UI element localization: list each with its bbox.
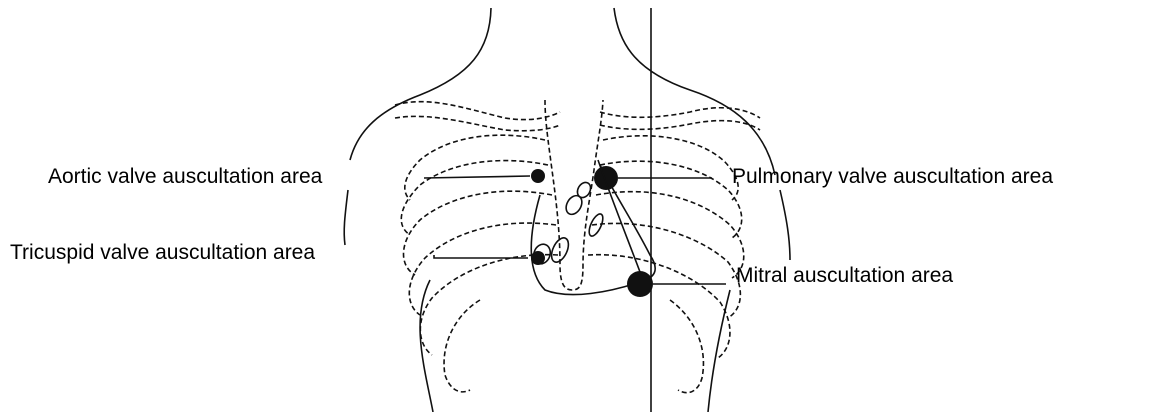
right-clavicle-lower bbox=[600, 121, 760, 130]
left-rib bbox=[401, 161, 548, 235]
pulmonary-valve-label: Pulmonary valve auscultation area bbox=[732, 166, 1053, 187]
mitral-label: Mitral auscultation area bbox=[736, 265, 953, 286]
neck-left-outline bbox=[350, 8, 491, 160]
pulmonary-hotspot bbox=[594, 166, 618, 190]
right-rib bbox=[670, 300, 703, 393]
mitral-hotspot bbox=[627, 271, 653, 297]
neck-right-outline bbox=[614, 8, 775, 175]
torso-left-side bbox=[344, 190, 348, 245]
right-rib bbox=[596, 192, 744, 278]
aortic-valve-label: Aortic valve auscultation area bbox=[48, 166, 322, 187]
left-rib bbox=[404, 191, 552, 275]
valve-ring bbox=[563, 193, 585, 217]
right-rib bbox=[588, 255, 730, 358]
torso-right-side bbox=[780, 190, 790, 260]
waist-right bbox=[708, 290, 730, 412]
left-rib bbox=[405, 135, 545, 200]
tricuspid-pointer-line bbox=[434, 255, 528, 258]
aortic-hotspot bbox=[531, 169, 545, 183]
aortic-pointer-line bbox=[424, 176, 530, 178]
valve-ring bbox=[575, 180, 593, 200]
left-clavicle-lower bbox=[395, 116, 560, 130]
left-rib bbox=[444, 300, 480, 392]
tricuspid-hotspot bbox=[531, 251, 545, 265]
valve-ring bbox=[548, 235, 572, 264]
right-rib bbox=[603, 136, 738, 200]
right-rib bbox=[600, 161, 742, 238]
left-rib bbox=[420, 255, 558, 355]
right-rib bbox=[592, 223, 740, 318]
tricuspid-valve-label: Tricuspid valve auscultation area bbox=[10, 242, 315, 263]
